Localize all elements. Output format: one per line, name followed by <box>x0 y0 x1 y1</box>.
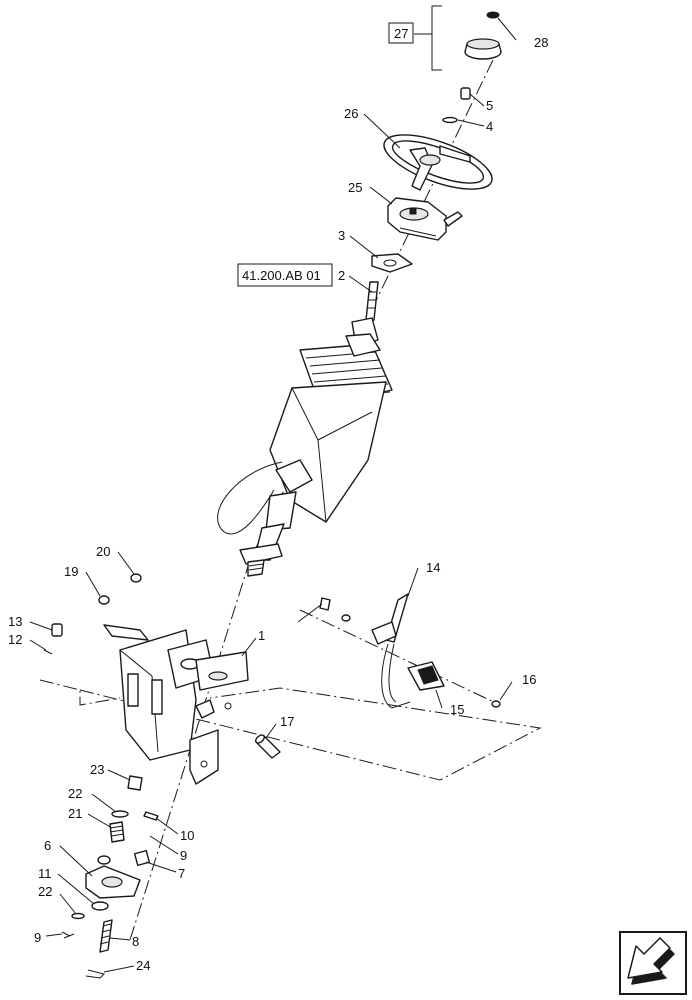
callout-21: 21 <box>68 806 82 821</box>
callout-11: 11 <box>38 866 52 881</box>
callout-8: 8 <box>132 934 139 949</box>
washer-and-bolt <box>98 573 142 605</box>
callout-2: 2 <box>338 268 345 283</box>
callout-25: 25 <box>348 180 362 195</box>
gasket <box>371 253 413 273</box>
callout-15: 15 <box>450 702 464 717</box>
callout-9: 9 <box>180 848 187 863</box>
lower-hardware-stack <box>61 775 159 979</box>
steering-wheel <box>383 134 493 191</box>
horn-cap <box>464 11 502 60</box>
callout-3: 3 <box>338 228 345 243</box>
callout-1: 1 <box>258 628 265 643</box>
pin <box>255 734 281 759</box>
callout-14: 14 <box>426 560 440 575</box>
callout-4: 4 <box>486 119 493 134</box>
mounting-bracket <box>103 624 249 785</box>
callout-7: 7 <box>178 866 185 881</box>
steering-column <box>217 281 393 577</box>
kit-bracket: 27 <box>388 5 442 71</box>
callout-22: 22 <box>68 786 82 801</box>
steering-hub-switch <box>387 197 463 241</box>
kit-ref-label: 27 <box>394 26 408 41</box>
callout-16: 16 <box>522 672 536 687</box>
nut-and-washer <box>442 87 471 124</box>
callout-28: 28 <box>534 35 548 50</box>
callout-13: 13 <box>8 614 22 629</box>
callout-24: 24 <box>136 958 150 973</box>
cross-reference-label: 41.200.AB 01 <box>242 268 321 283</box>
callout-5: 5 <box>486 98 493 113</box>
navigation-arrow-icon[interactable] <box>619 931 687 995</box>
callout-12: 12 <box>8 632 22 647</box>
callout-22: 22 <box>38 884 52 899</box>
tilt-pedal-assembly <box>371 593 445 709</box>
callout-6: 6 <box>44 838 51 853</box>
callout-19: 19 <box>64 564 78 579</box>
callout-17: 17 <box>280 714 294 729</box>
callout-26: 26 <box>344 106 358 121</box>
callout-9: 9 <box>34 930 41 945</box>
callout-20: 20 <box>96 544 110 559</box>
callout-10: 10 <box>180 828 194 843</box>
callout-23: 23 <box>90 762 104 777</box>
small-fasteners <box>319 597 501 708</box>
leader-lines <box>29 17 517 973</box>
cross-reference: 41.200.AB 01 <box>237 263 333 287</box>
callout-labels: 28 5 4 26 25 3 2 1 14 15 16 17 20 19 13 … <box>8 35 548 973</box>
